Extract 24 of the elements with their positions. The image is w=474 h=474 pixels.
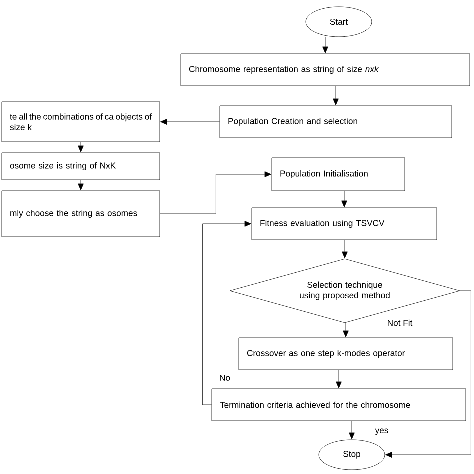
process-box: Population Creation and selection	[220, 106, 452, 138]
arrow	[78, 142, 84, 152]
process-box: osome size is string of NxK	[2, 152, 160, 180]
process-box: te all the combinations of ca objects of size k	[2, 102, 160, 142]
arrow	[342, 240, 348, 258]
arrow	[322, 37, 328, 54]
arrow	[343, 323, 349, 338]
arrow	[160, 172, 272, 214]
arrow	[336, 370, 342, 388]
arrow	[202, 221, 252, 406]
arrow	[78, 180, 84, 190]
process-box: Fitness evaluation using TSVCV	[252, 208, 438, 240]
edge-label: yes	[374, 428, 390, 436]
process-box: Crossover as one step k-modes operator	[238, 338, 454, 370]
process-box: Population Initialisation	[272, 158, 406, 192]
arrow	[342, 191, 348, 208]
process-box: Termination criteria achieved for the chromosome	[212, 388, 466, 422]
arrow	[386, 290, 472, 458]
process-box: mly choose the string as osomes	[2, 190, 160, 238]
process-box: Chromosome representation as string of size nxk	[180, 54, 470, 86]
arrow	[333, 86, 339, 106]
edge-label: No	[218, 374, 232, 382]
arrow	[160, 119, 220, 125]
arrow	[349, 421, 355, 440]
